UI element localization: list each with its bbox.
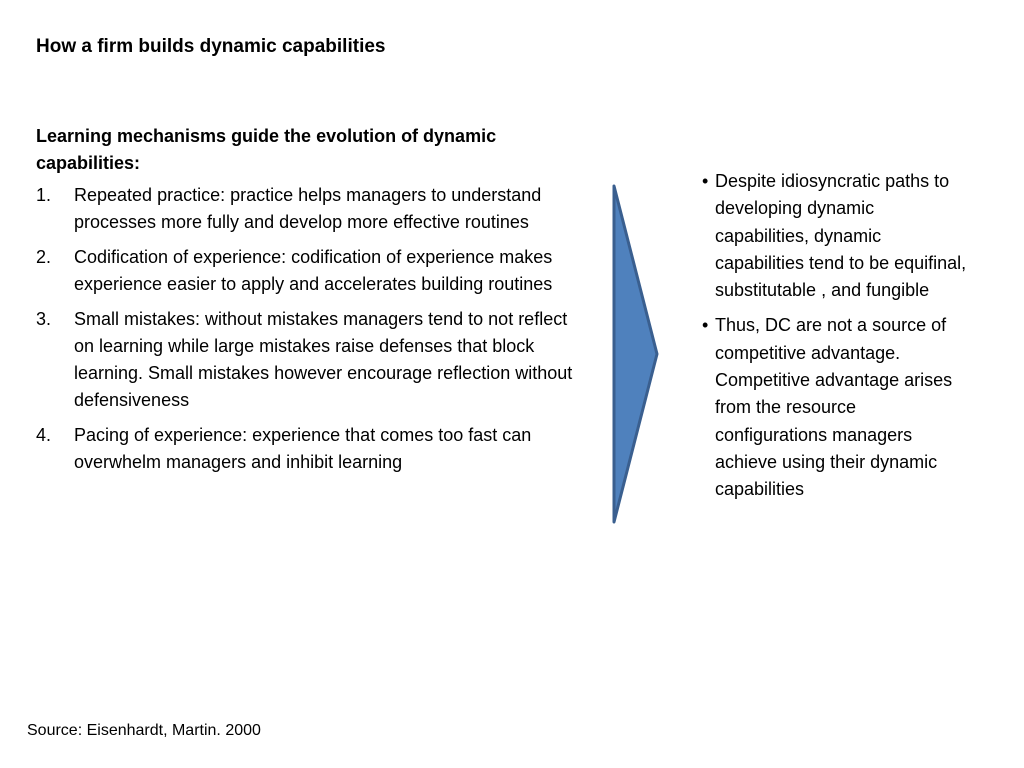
bullet-text: Despite idiosyncratic paths to developin… (715, 171, 967, 301)
list-item-text: Pacing of experience: experience that co… (74, 425, 532, 472)
learning-mechanisms-section: Learning mechanisms guide the evolution … (36, 123, 581, 484)
arrow-shape (612, 184, 659, 524)
list-item-number: 1. (36, 185, 52, 205)
list-item-text: Small mistakes: without mistakes manager… (74, 309, 573, 410)
bullet-item: • Thus, DC are not a source of competiti… (702, 312, 972, 503)
slide-title: How a firm builds dynamic capabilities (36, 36, 386, 57)
chevron-right-arrow-icon (612, 184, 659, 524)
bullet-marker: • (702, 171, 709, 191)
list-item-number: 3. (36, 309, 52, 329)
conclusion-section: • Despite idiosyncratic paths to develop… (702, 168, 972, 512)
list-item: 3. Small mistakes: without mistakes mana… (36, 306, 581, 414)
conclusion-bullets: • Despite idiosyncratic paths to develop… (702, 168, 972, 504)
learning-mechanisms-list: 1. Repeated practice: practice helps man… (36, 182, 581, 476)
bullet-text: Thus, DC are not a source of competitive… (715, 315, 953, 500)
list-item-number: 4. (36, 425, 52, 445)
list-item-text: Codification of experience: codification… (74, 247, 553, 294)
source-citation: Source: Eisenhardt, Martin. 2000 (27, 722, 261, 739)
list-item: 4. Pacing of experience: experience that… (36, 422, 581, 476)
list-item: 2. Codification of experience: codificat… (36, 244, 581, 298)
bullet-marker: • (702, 315, 709, 336)
list-item: 1. Repeated practice: practice helps man… (36, 182, 581, 236)
list-item-text: Repeated practice: practice helps manage… (74, 185, 542, 232)
list-item-number: 2. (36, 247, 52, 267)
learning-mechanisms-heading: Learning mechanisms guide the evolution … (36, 126, 497, 173)
bullet-item: • Despite idiosyncratic paths to develop… (702, 168, 972, 304)
